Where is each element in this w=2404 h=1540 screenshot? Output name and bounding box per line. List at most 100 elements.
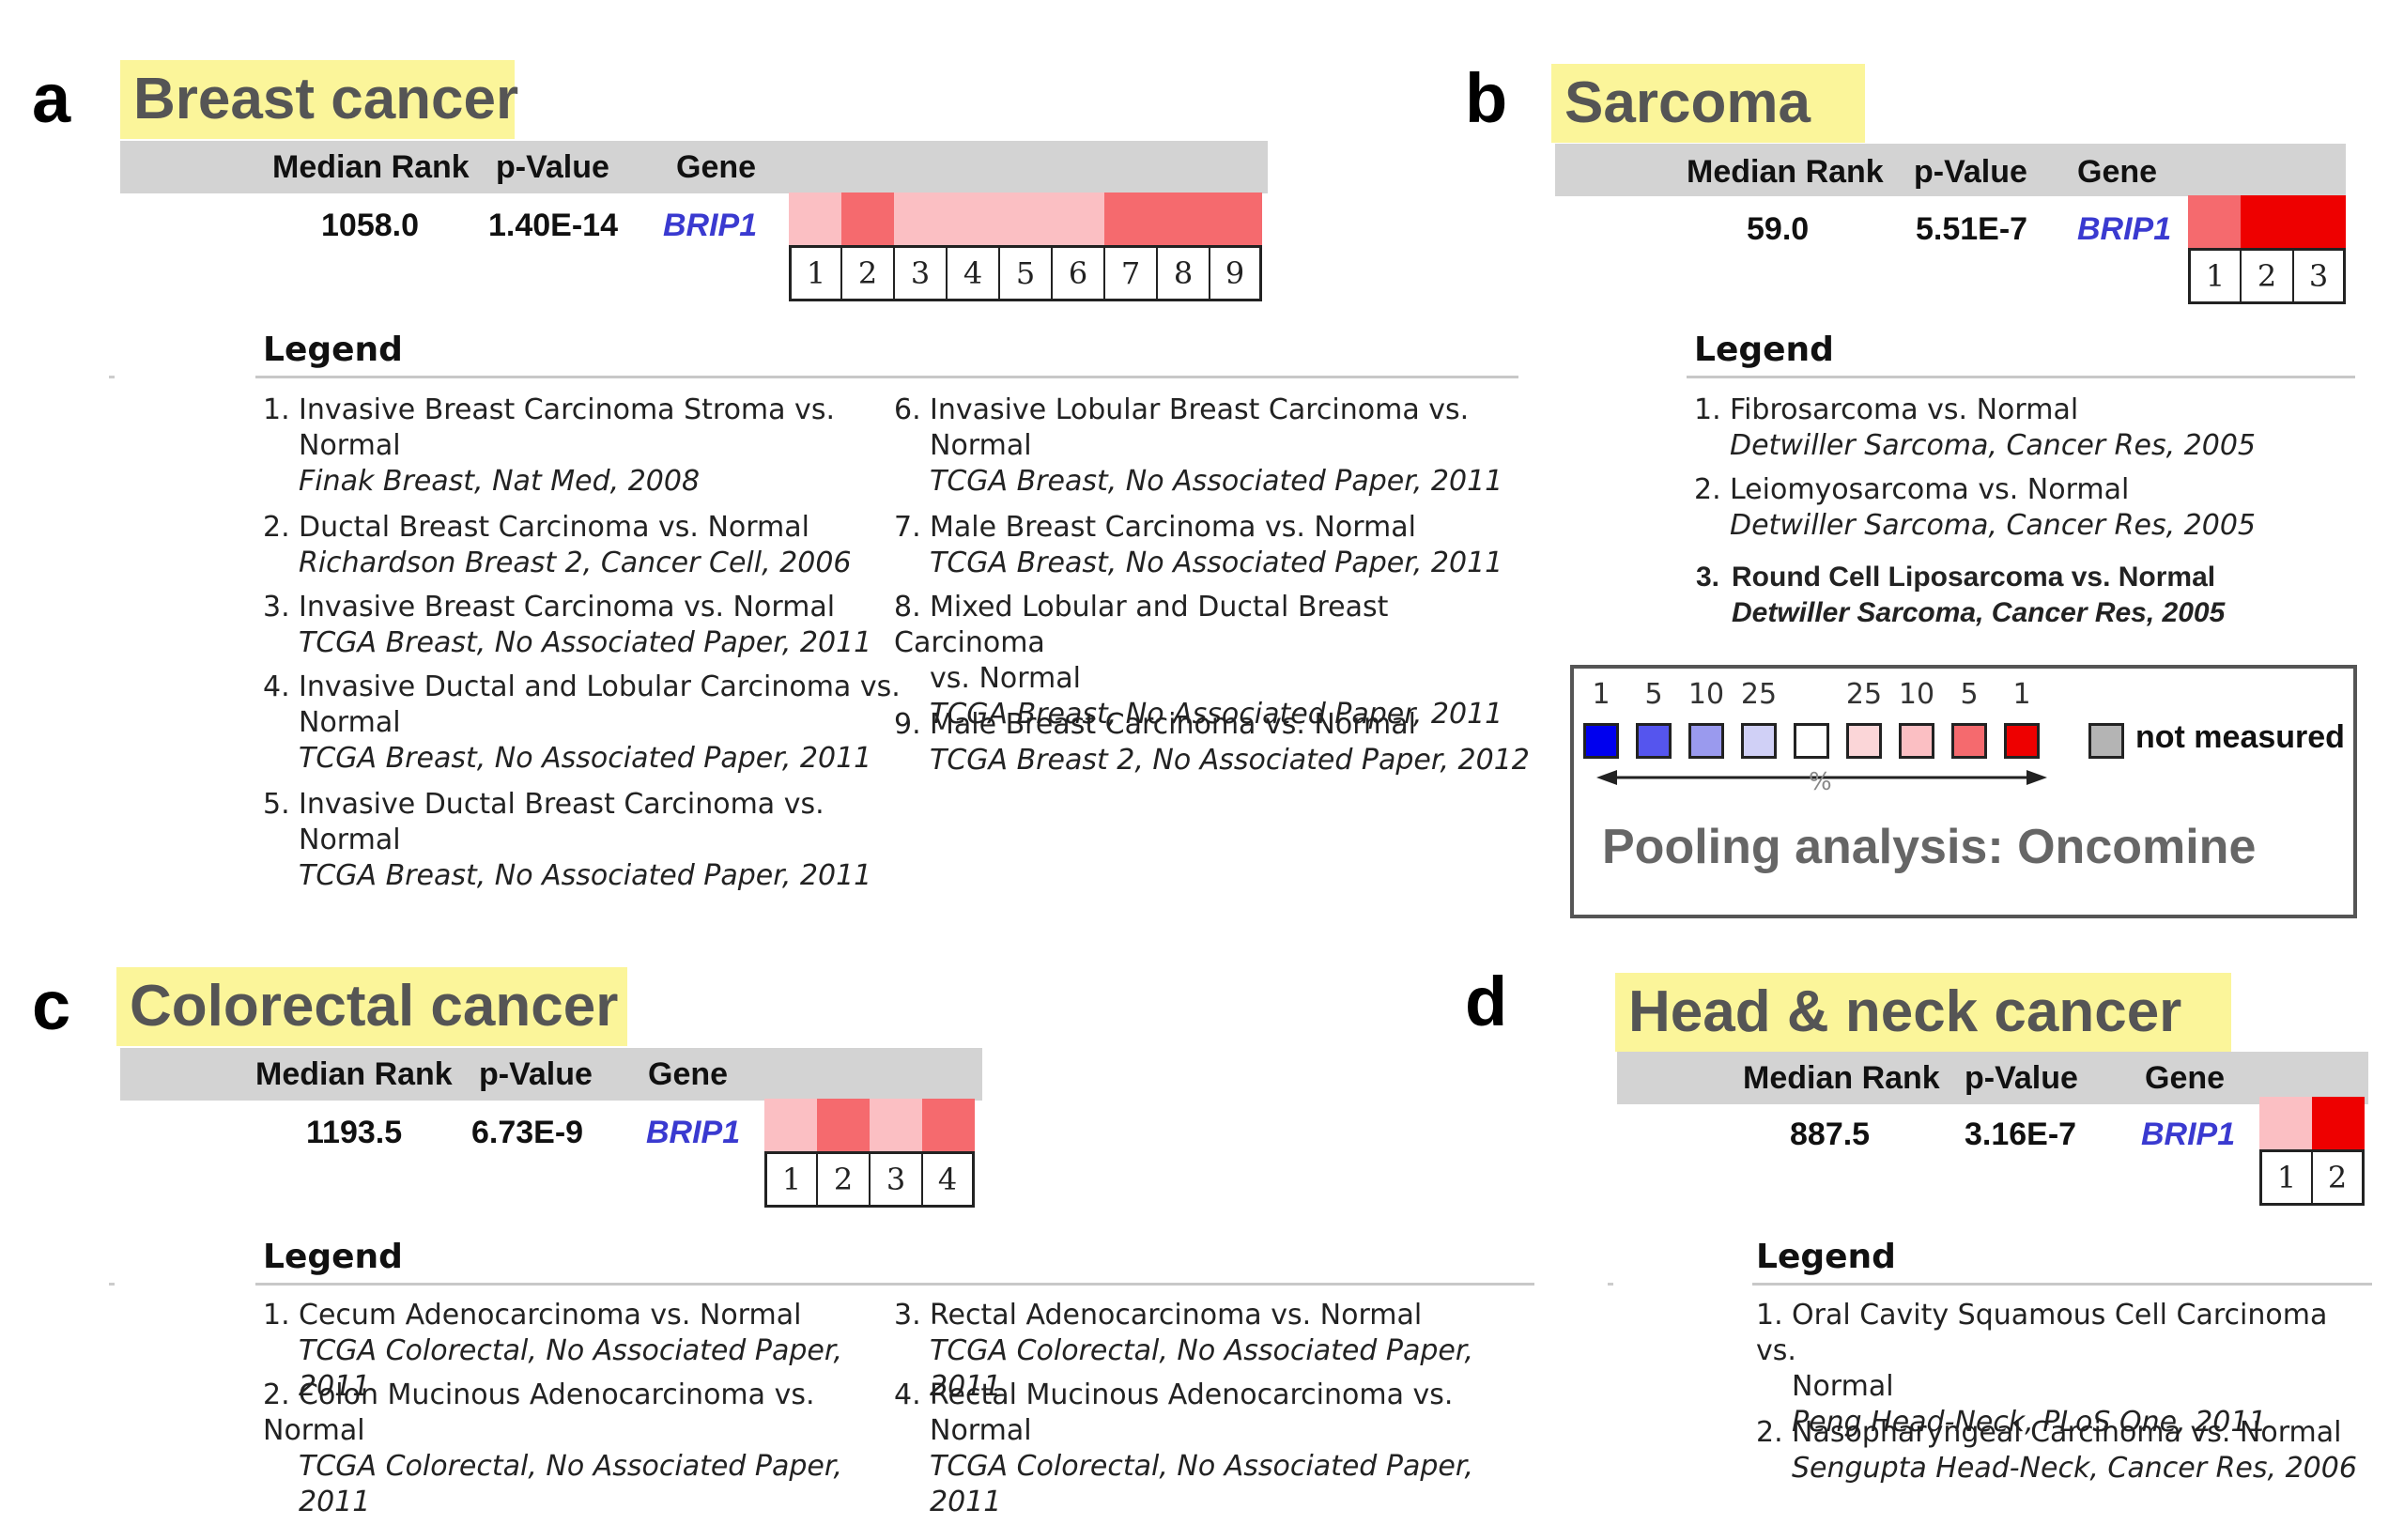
panel-d-legend-title: Legend	[1756, 1238, 1896, 1276]
legend-item-title: Leiomyosarcoma vs. Normal	[1730, 473, 2130, 506]
heat-column: 7	[1104, 192, 1157, 301]
legend-item-title: Colon Mucinous Adenocarcinoma vs. Normal	[263, 1378, 815, 1447]
legend-item-title: Cecum Adenocarcinoma vs. Normal	[299, 1299, 802, 1332]
heat-cell[interactable]	[870, 1099, 922, 1151]
legend-item-number: 1.	[1694, 393, 1721, 426]
panel-a-gene[interactable]: BRIP1	[663, 208, 758, 243]
heat-cell[interactable]	[2293, 195, 2346, 248]
color-key-tick-label: 10	[1687, 678, 1725, 711]
panel-b-header-bar	[1555, 144, 2346, 196]
legend-item-title: Invasive Ductal and Lobular Carcinoma vs…	[299, 670, 901, 703]
heat-cell-label: 8	[1157, 245, 1210, 301]
panel-c-legend-title: Legend	[263, 1238, 403, 1276]
heat-cell[interactable]	[1210, 192, 1262, 245]
panel-d-legend-rule	[1752, 1283, 2372, 1286]
color-key-tick-label: 5	[1644, 678, 1663, 711]
legend-item: 1.Oral Cavity Squamous Cell Carcinoma vs…	[1756, 1298, 2357, 1440]
legend-item-title: Round Cell Liposarcoma vs. Normal	[1732, 562, 2216, 593]
heat-cell[interactable]	[2312, 1097, 2365, 1149]
heat-cell[interactable]	[2259, 1097, 2312, 1149]
panel-c-dot	[109, 1283, 115, 1286]
panel-a-header-bar	[120, 141, 1268, 193]
heat-cell-label: 1	[2188, 248, 2241, 304]
heat-cell[interactable]	[1157, 192, 1210, 245]
legend-item-number: 1.	[263, 1299, 290, 1332]
legend-item-study: Sengupta Head-Neck, Cancer Res, 2006	[1792, 1452, 2357, 1485]
legend-item-title: Oral Cavity Squamous Cell Carcinoma vs.	[1756, 1299, 2328, 1367]
panel-d-gene[interactable]: BRIP1	[2141, 1116, 2236, 1152]
legend-item: 5.Invasive Ductal Breast Carcinoma vs.No…	[263, 787, 920, 894]
heat-cell[interactable]	[922, 1099, 975, 1151]
panel-b-median-rank: 59.0	[1747, 211, 1810, 247]
panel-c-title: Colorectal cancer	[116, 967, 627, 1046]
legend-item-study: TCGA Breast, No Associated Paper, 2011	[299, 626, 872, 659]
color-key-swatch	[1688, 723, 1724, 759]
color-key-swatch	[1846, 723, 1882, 759]
panel-b-gene[interactable]: BRIP1	[2077, 211, 2172, 247]
panel-c-header-gene: Gene	[648, 1056, 729, 1092]
legend-item-title-cont: Normal	[299, 429, 401, 462]
heat-cell[interactable]	[947, 192, 999, 245]
color-key-swatch	[1951, 723, 1987, 759]
color-key-swatch	[1794, 723, 1829, 759]
heat-cell[interactable]	[764, 1099, 817, 1151]
color-key-tick-label: 25	[1740, 678, 1778, 711]
heat-cell[interactable]	[2188, 195, 2241, 248]
heat-cell-label: 1	[789, 245, 841, 301]
legend-item-number: 6.	[894, 393, 921, 426]
heat-cell[interactable]	[841, 192, 894, 245]
legend-item-study: TCGA Colorectal, No Associated Paper, 20…	[299, 1334, 842, 1403]
heat-cell[interactable]	[1104, 192, 1157, 245]
legend-item-study: TCGA Breast, No Associated Paper, 2011	[930, 698, 1503, 731]
heat-column: 2	[2312, 1097, 2365, 1206]
heat-cell-label: 1	[764, 1151, 817, 1208]
panel-c-header-median-rank: Median Rank	[255, 1056, 453, 1092]
heat-cell-label: 3	[894, 245, 947, 301]
panel-a-median-rank: 1058.0	[321, 208, 419, 243]
heat-cell-label: 7	[1104, 245, 1157, 301]
legend-item-study: TCGA Colorectal, No Associated Paper, 20…	[299, 1450, 842, 1518]
panel-a-header-p-value: p-Value	[496, 149, 609, 185]
heat-column: 9	[1210, 192, 1262, 301]
heat-cell[interactable]	[999, 192, 1052, 245]
heat-cell[interactable]	[817, 1099, 870, 1151]
panel-letter-c: c	[32, 966, 71, 1044]
heat-column: 6	[1052, 192, 1104, 301]
legend-item-title: Invasive Breast Carcinoma vs. Normal	[299, 591, 836, 624]
heat-cell[interactable]	[2241, 195, 2293, 248]
legend-item-number: 3.	[263, 591, 290, 624]
heat-cell-label: 2	[817, 1151, 870, 1208]
panel-letter-d: d	[1465, 962, 1508, 1040]
heat-column: 1	[789, 192, 841, 301]
legend-item-study: TCGA Colorectal, No Associated Paper, 20…	[930, 1450, 1473, 1518]
panel-b-header-gene: Gene	[2077, 154, 2158, 190]
legend-item-study: Richardson Breast 2, Cancer Cell, 2006	[299, 547, 852, 579]
heat-column: 2	[2241, 195, 2293, 304]
panel-b-p-value: 5.51E-7	[1916, 211, 2028, 247]
panel-c-p-value: 6.73E-9	[471, 1115, 584, 1150]
legend-item-number: 4.	[894, 1378, 921, 1411]
color-key-tick-label: 1	[2012, 678, 2031, 711]
legend-item-number: 1.	[263, 393, 290, 426]
heat-cell-label: 3	[2293, 248, 2346, 304]
heat-cell[interactable]	[1052, 192, 1104, 245]
legend-item-study: TCGA Colorectal, No Associated Paper, 20…	[930, 1334, 1473, 1403]
panel-a-dot	[109, 376, 115, 378]
legend-item-number: 8.	[894, 591, 921, 624]
legend-item-study: Peng Head-Neck, PLoS One, 2011	[1792, 1406, 2267, 1439]
heat-cell[interactable]	[894, 192, 947, 245]
panel-b-legend-title: Legend	[1694, 331, 1834, 369]
heat-cell[interactable]	[789, 192, 841, 245]
panel-b-legend-rule	[1687, 376, 2355, 378]
legend-item-number: 1.	[1756, 1299, 1783, 1332]
legend-item-title: Invasive Lobular Breast Carcinoma vs.	[930, 393, 1470, 426]
panel-c-gene[interactable]: BRIP1	[646, 1115, 741, 1150]
color-key-tick-label: 5	[1960, 678, 1979, 711]
